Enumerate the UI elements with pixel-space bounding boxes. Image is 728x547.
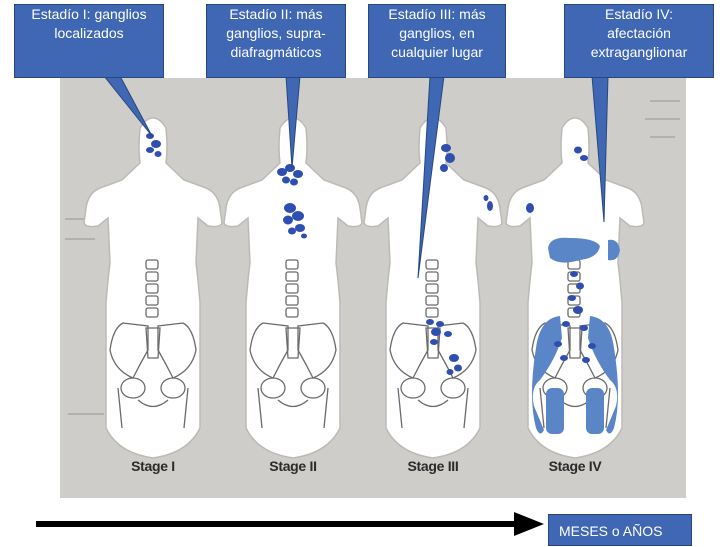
- callout-stage-3: Estadío III: más ganglios, en cualquier …: [368, 4, 506, 78]
- scan-artifact-line: [650, 136, 675, 138]
- callout-line: localizados: [54, 25, 124, 41]
- scan-artifact-line: [68, 413, 104, 415]
- callout-stage-2: Estadío II: más ganglios, supra- diafrag…: [206, 4, 346, 78]
- timeline-label: MESES o AÑOS: [548, 514, 692, 546]
- body-outline: [505, 117, 645, 459]
- scan-artifact-line: [650, 100, 680, 102]
- stage-2-figure: Stage II: [218, 88, 368, 488]
- callout-stage-1: Estadío I: ganglios localizados: [14, 4, 164, 78]
- callout-line: Estadío II: más: [229, 6, 323, 22]
- body-outline: [83, 117, 223, 459]
- stage-3-figure: Stage III: [358, 88, 508, 488]
- stage-4-figure: Stage IV: [500, 88, 650, 488]
- stage-label: Stage III: [407, 458, 459, 474]
- scan-artifact-line: [645, 118, 680, 120]
- callout-line: Estadío III: más: [388, 6, 486, 22]
- body-outline: [223, 117, 363, 459]
- stage-label: Stage I: [131, 458, 175, 474]
- callout-line: Estadío I: ganglios: [31, 6, 147, 22]
- callout-line: afectación: [607, 25, 671, 41]
- callout-line: diafragmáticos: [230, 44, 322, 60]
- lymph-nodes: [526, 146, 596, 363]
- callout-line: cualquier lugar: [391, 44, 483, 60]
- scan-artifact-line: [65, 238, 95, 240]
- callout-line: ganglios, en: [399, 25, 475, 41]
- stage-label: Stage IV: [548, 458, 602, 474]
- stage-1-figure: Stage I: [78, 88, 228, 488]
- body-outline: [363, 117, 503, 459]
- callout-stage-4: Estadío IV: afectación extraganglionar: [564, 4, 714, 78]
- callout-line: extraganglionar: [590, 44, 688, 60]
- callout-line: Estadío IV:: [605, 6, 673, 22]
- timeline-arrow: [36, 512, 544, 536]
- callout-line: ganglios, supra-: [226, 25, 326, 41]
- stage-label: Stage II: [269, 458, 317, 474]
